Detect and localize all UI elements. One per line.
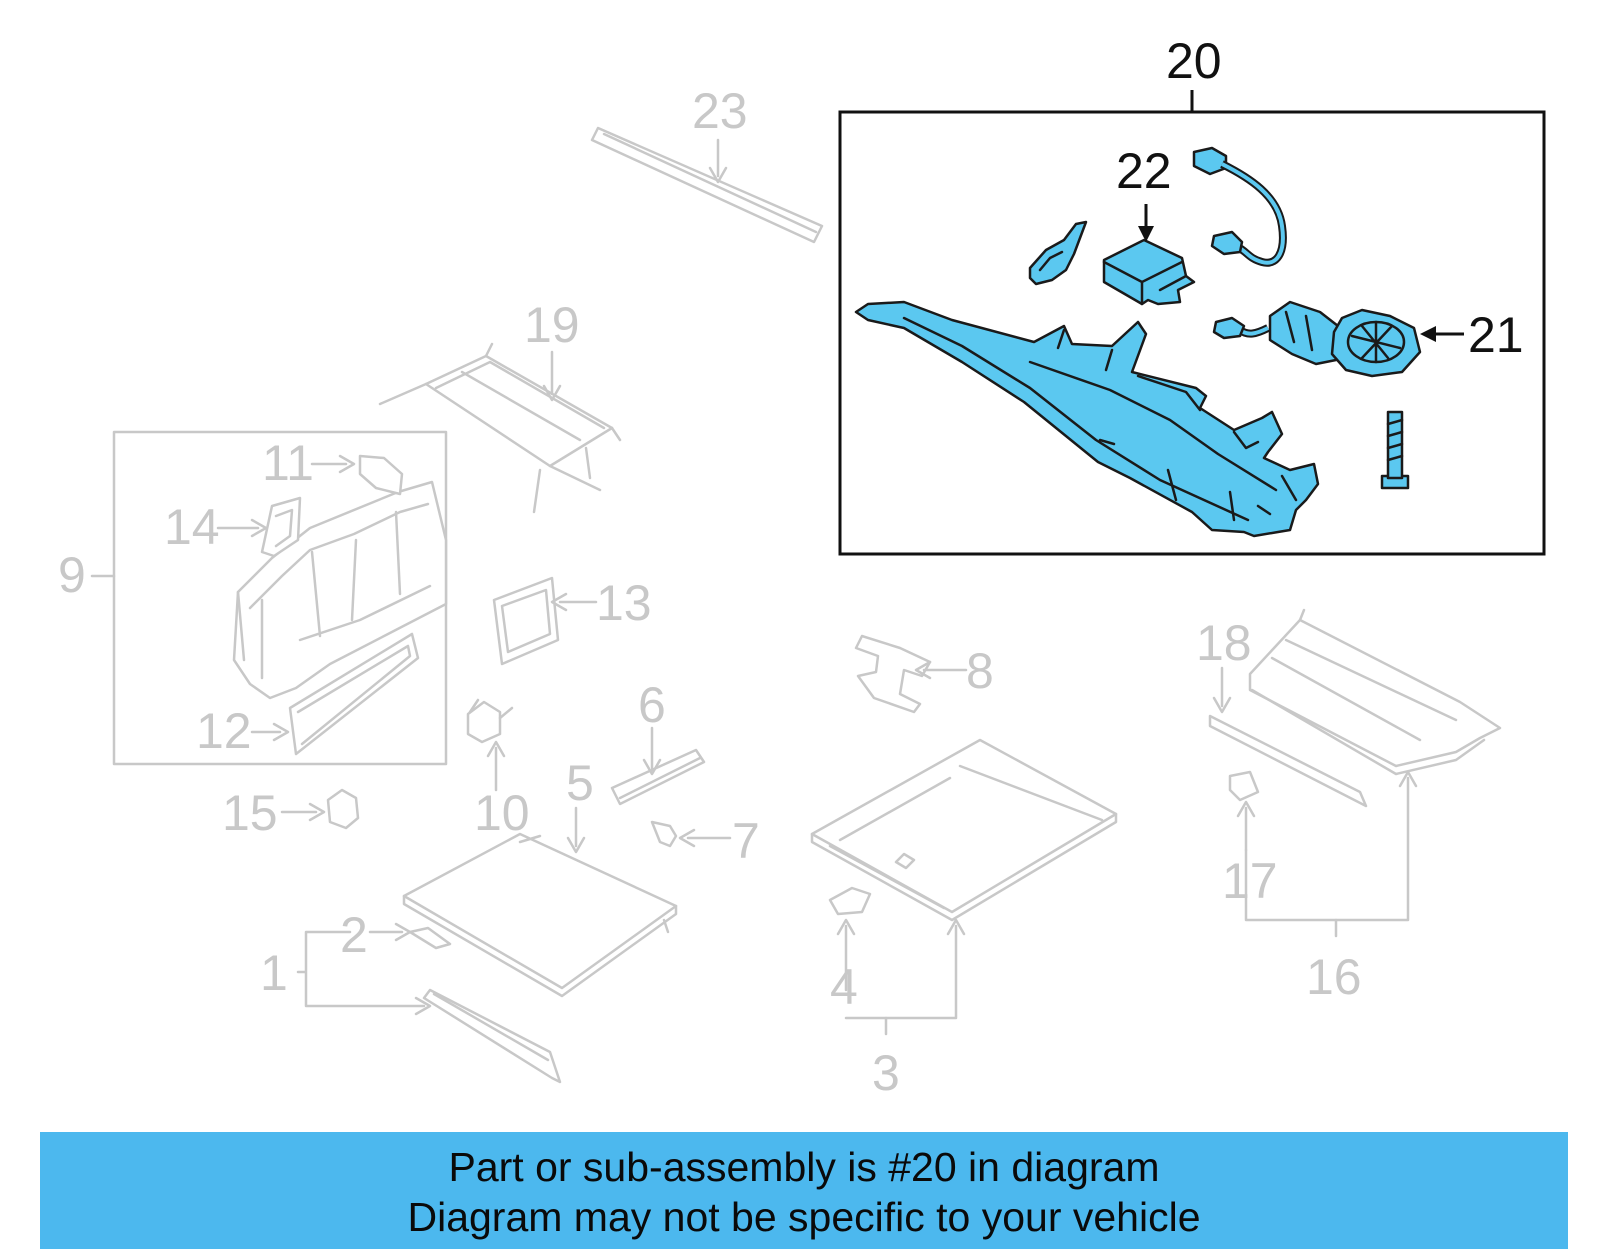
part-15-clip [280, 788, 360, 830]
part-9-group-box [90, 430, 448, 766]
info-banner: Part or sub-assembly is #20 in diagram D… [40, 1132, 1568, 1249]
trim-panel [854, 300, 1320, 538]
callout-19: 19 [524, 297, 580, 353]
part-1-2-trim [296, 922, 562, 1084]
callout-14: 14 [164, 499, 220, 555]
banner-line-1: Part or sub-assembly is #20 in diagram [448, 1144, 1160, 1190]
callout-9: 9 [58, 547, 86, 603]
callout-20: 20 [1166, 33, 1222, 89]
part-6-strip [610, 726, 706, 806]
screw [1380, 410, 1410, 490]
callout-10: 10 [474, 785, 530, 841]
part-8-bracket [854, 634, 968, 714]
callout-17: 17 [1222, 853, 1278, 909]
callout-16: 16 [1306, 949, 1362, 1005]
callout-11: 11 [262, 435, 314, 491]
callout-23: 23 [692, 83, 748, 139]
callout-6: 6 [638, 677, 666, 733]
part-20-subassembly [838, 90, 1546, 556]
callout-12: 12 [196, 703, 252, 759]
motor-connector [1212, 316, 1246, 340]
callout-5: 5 [566, 755, 594, 811]
callout-4: 4 [830, 959, 858, 1015]
part-5-floor-panel [402, 806, 678, 998]
callout-13: 13 [596, 575, 652, 631]
part-13-cover [492, 576, 598, 666]
callout-15: 15 [222, 785, 278, 841]
connector-bottom [1210, 230, 1244, 256]
callout-3: 3 [872, 1045, 900, 1101]
callout-22: 22 [1116, 143, 1172, 199]
banner-line-2: Diagram may not be specific to your vehi… [407, 1194, 1201, 1240]
callout-21: 21 [1468, 307, 1524, 363]
callout-8: 8 [966, 643, 994, 699]
part-23-trim-strip [590, 126, 824, 244]
part-16-17-18-sill [1208, 608, 1502, 938]
part-7-fastener [650, 820, 732, 848]
callout-7: 7 [732, 813, 760, 869]
callout-1: 1 [260, 945, 288, 1001]
part-10-bracket [466, 698, 514, 792]
connector-top [1192, 146, 1228, 176]
part-3-4-load-floor [810, 738, 1118, 1036]
callout-18: 18 [1196, 615, 1252, 671]
part-19-cargo-cover [378, 342, 622, 514]
module-box [1102, 238, 1196, 306]
callout-2: 2 [340, 907, 368, 963]
